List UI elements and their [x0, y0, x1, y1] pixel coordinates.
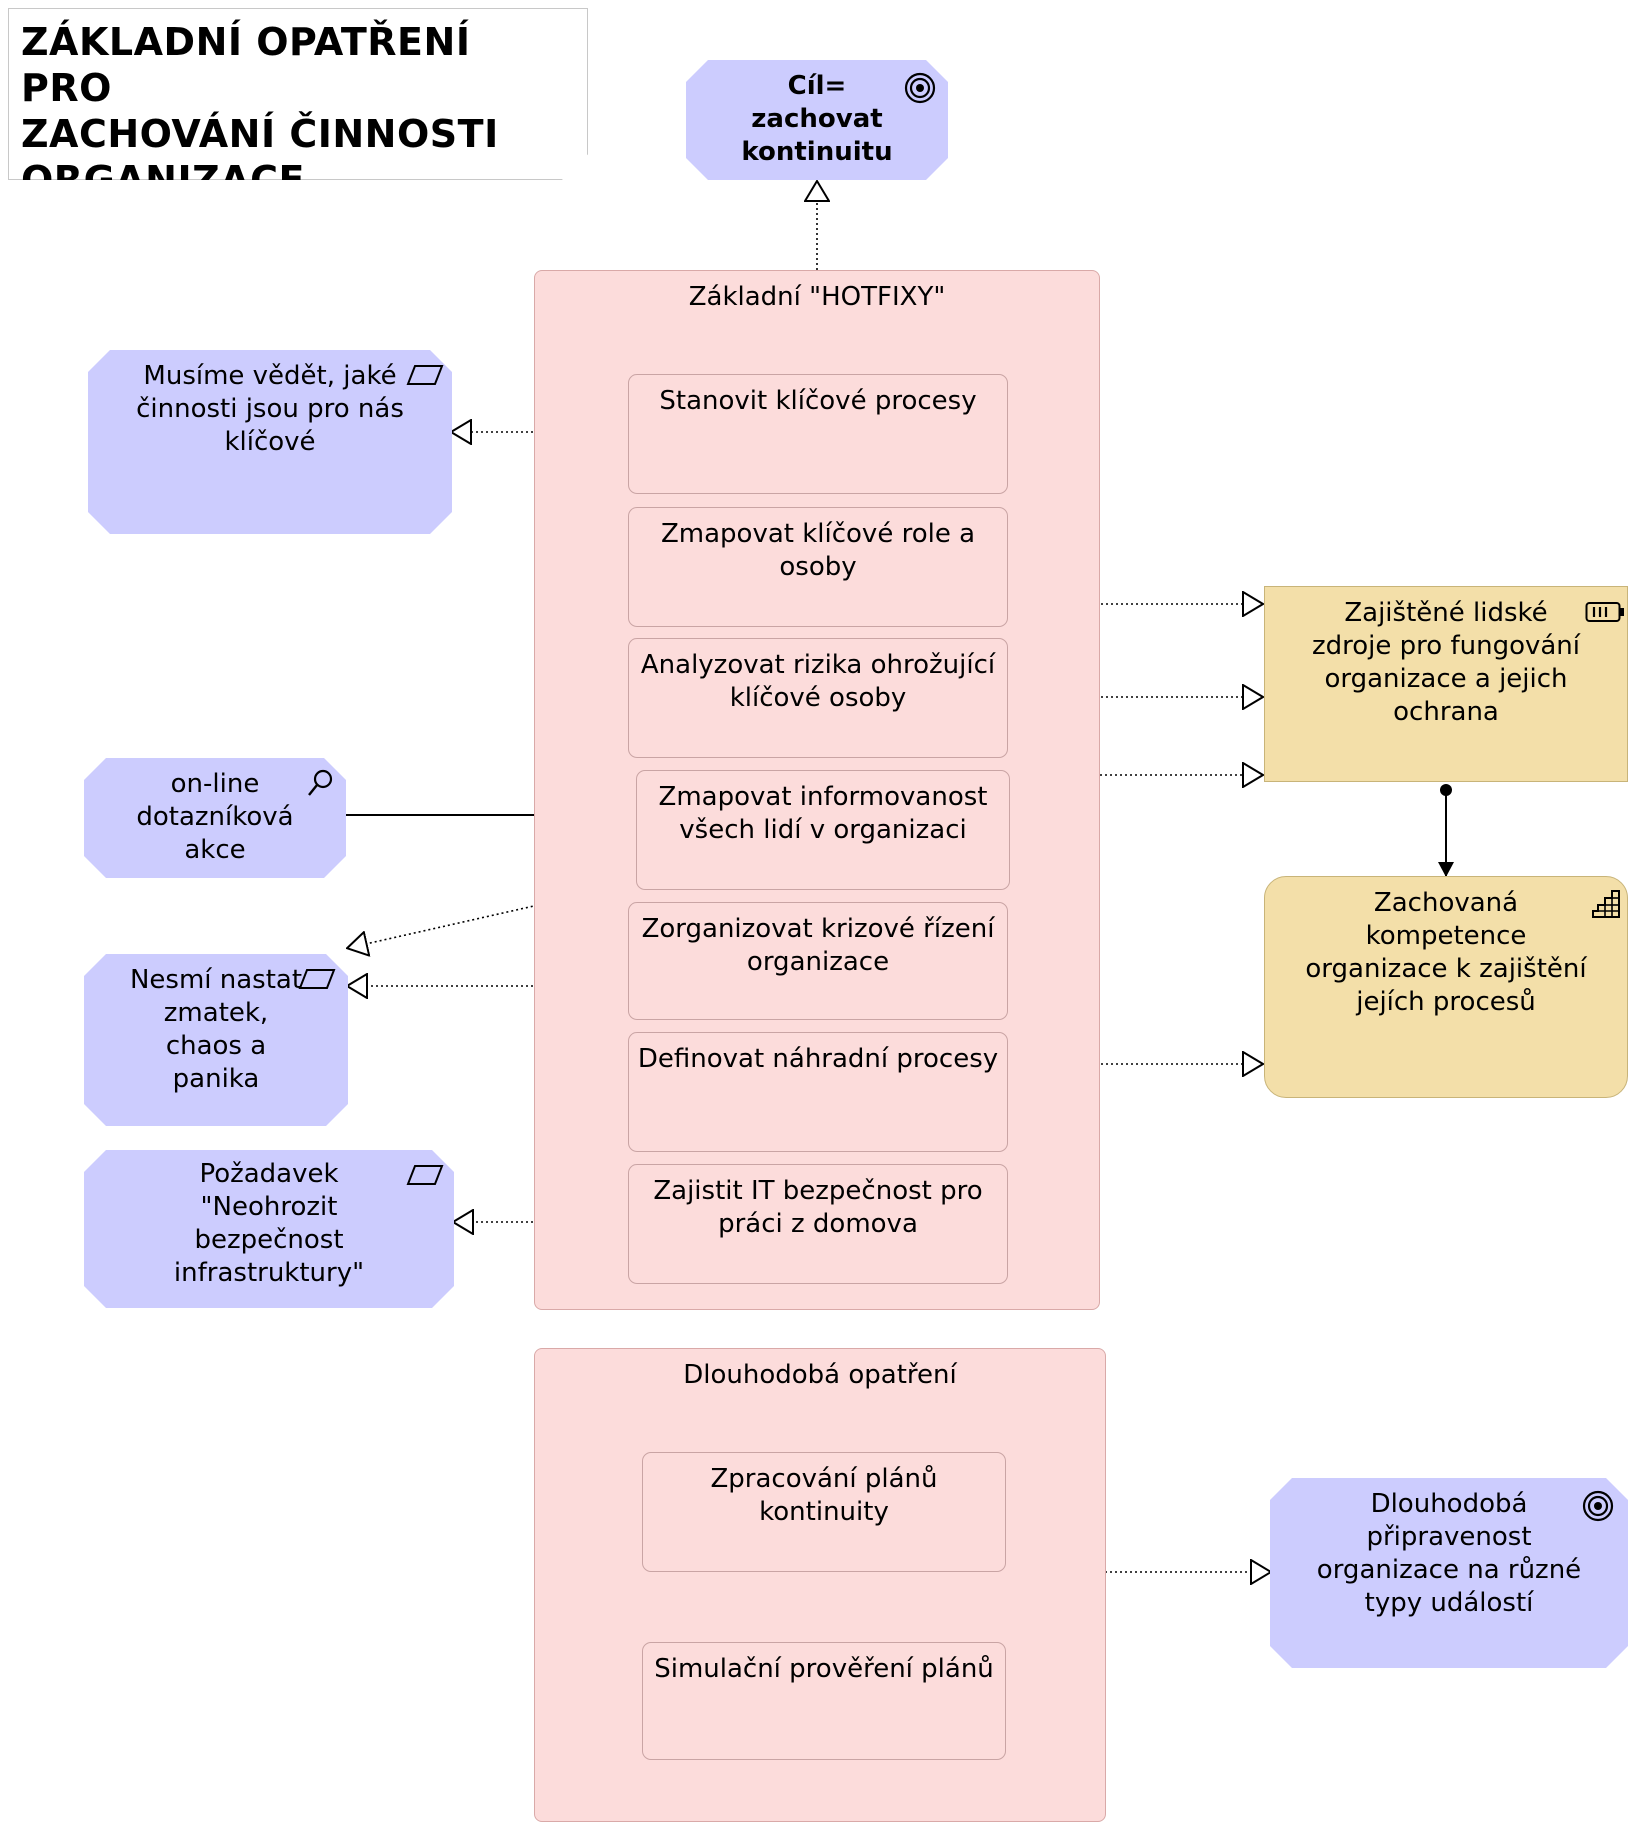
magnifier-icon [306, 768, 334, 798]
node-line: on-line [170, 769, 260, 799]
task-label: Zajistit IT bezpečnost pro [653, 1176, 983, 1206]
target-icon [904, 72, 936, 104]
node-line: dotazníková [136, 802, 294, 832]
task-label: Zmapovat klíčové role a [660, 519, 976, 549]
task-it-security[interactable]: Zajistit IT bezpečnost pro práci z domov… [628, 1164, 1008, 1284]
node-line: Nesmí nastat [129, 965, 303, 995]
task-label: klíčové osoby [729, 683, 907, 713]
group-title: Základní "HOTFIXY" [688, 282, 946, 312]
task-key-roles[interactable]: Zmapovat klíčové role a osoby [628, 507, 1008, 627]
goal-line: zachovat [751, 104, 883, 134]
task-label: Definovat náhradní procesy [637, 1044, 999, 1074]
task-key-processes[interactable]: Stanovit klíčové procesy [628, 374, 1008, 494]
node-line: ochrana [1393, 697, 1499, 727]
title-line: ORGANIZACE [21, 158, 305, 202]
diagram-title-box: ZÁKLADNÍ OPATŘENÍ PRO ZACHOVÁNÍ ČINNOSTI… [8, 8, 588, 180]
node-line: zdroje pro fungování [1312, 631, 1580, 661]
group-title: Dlouhodobá opatření [683, 1360, 957, 1390]
goal-line: kontinuitu [741, 137, 893, 167]
task-label: Zpracování plánů [710, 1464, 938, 1494]
outcome-human-resources[interactable]: Zajištěné lidské zdroje pro fungování or… [1264, 586, 1628, 782]
node-line: Požadavek [199, 1159, 339, 1189]
requirement-no-chaos[interactable]: Nesmí nastat zmatek, chaos a panika [84, 954, 348, 1126]
survey-node[interactable]: on-line dotazníková akce [84, 758, 346, 878]
requirement-key-activities[interactable]: Musíme vědět, jaké činnosti jsou pro nás… [88, 350, 452, 534]
task-label: Simulační prověření plánů [654, 1654, 994, 1684]
requirement-icon [298, 968, 336, 990]
task-plan-simulation[interactable]: Simulační prověření plánů [642, 1642, 1006, 1760]
node-line: infrastruktury" [173, 1258, 365, 1288]
task-replacement-processes[interactable]: Definovat náhradní procesy [628, 1032, 1008, 1152]
task-label: Zorganizovat krizové řízení [641, 914, 995, 944]
node-line: zmatek, [163, 998, 269, 1028]
node-line: Zajištěné lidské [1344, 598, 1548, 628]
target-icon [1582, 1490, 1614, 1522]
node-line: "Neohrozit [200, 1192, 338, 1222]
task-crisis-management[interactable]: Zorganizovat krizové řízení organizace [628, 902, 1008, 1020]
node-line: organizace a jejich [1324, 664, 1568, 694]
node-line: typy událostí [1364, 1588, 1534, 1618]
task-label: Analyzovat rizika ohrožující [640, 650, 996, 680]
node-line: činnosti jsou pro nás [136, 394, 404, 424]
battery-icon [1585, 602, 1624, 622]
node-line: chaos a [165, 1031, 267, 1061]
node-line: Musíme vědět, jaké [143, 361, 397, 391]
task-awareness-mapping[interactable]: Zmapovat informovanost všech lidí v orga… [636, 770, 1010, 890]
node-line: akce [184, 835, 246, 865]
task-continuity-plans[interactable]: Zpracování plánů kontinuity [642, 1452, 1006, 1572]
task-label: Stanovit klíčové procesy [659, 386, 977, 416]
goal-node-main[interactable]: Cíl= zachovat kontinuitu [686, 60, 948, 180]
task-label: organizace [746, 947, 890, 977]
goal-line: Cíl= [787, 71, 847, 101]
node-line: kompetence [1365, 921, 1527, 951]
goal-long-term-readiness[interactable]: Dlouhodobá připravenost organizace na rů… [1270, 1478, 1628, 1668]
node-line: připravenost [1366, 1522, 1532, 1552]
node-line: Dlouhodobá [1370, 1489, 1528, 1519]
title-line: ZACHOVÁNÍ ČINNOSTI [21, 112, 499, 156]
task-label: všech lidí v organizaci [679, 815, 967, 845]
task-label: osoby [779, 552, 857, 582]
node-line: klíčové [224, 427, 316, 457]
node-line: Zachovaná [1373, 888, 1519, 918]
requirement-icon [406, 364, 444, 386]
task-label: Zmapovat informovanost [658, 782, 988, 812]
node-line: bezpečnost [194, 1225, 344, 1255]
stairs-icon [1592, 890, 1620, 918]
node-line: jejích procesů [1356, 987, 1536, 1017]
outcome-competence[interactable]: Zachovaná kompetence organizace k zajišt… [1264, 876, 1628, 1098]
task-label: práci z domova [718, 1209, 918, 1239]
requirement-icon [406, 1164, 444, 1186]
node-line: organizace k zajištění [1305, 954, 1587, 984]
node-line: panika [172, 1064, 260, 1094]
requirement-it-security[interactable]: Požadavek "Neohrozit bezpečnost infrastr… [84, 1150, 454, 1308]
node-line: organizace na různé [1316, 1555, 1582, 1585]
task-label: kontinuity [759, 1497, 889, 1527]
title-line: ZÁKLADNÍ OPATŘENÍ PRO [21, 20, 471, 110]
task-risk-analysis[interactable]: Analyzovat rizika ohrožující klíčové oso… [628, 638, 1008, 758]
